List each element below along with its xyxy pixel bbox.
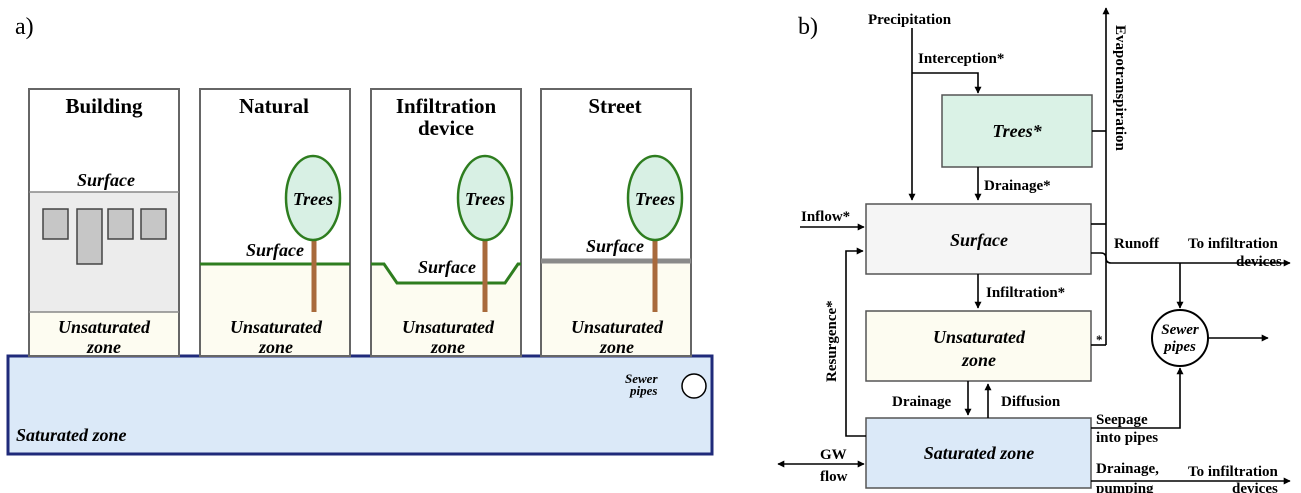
natural-unsat-label-2: zone bbox=[258, 337, 293, 357]
precipitation-label: Precipitation bbox=[868, 12, 952, 28]
sewer-pipe-circle bbox=[681, 373, 707, 399]
building-unsat-label-2: zone bbox=[86, 337, 121, 357]
evapotranspiration-label: Evapotranspiration bbox=[1112, 25, 1128, 152]
panel-a: a) Saturated zone Sewer pipes Building S… bbox=[6, 14, 714, 456]
saturated-zone-box bbox=[865, 417, 1092, 489]
sewer-node-label-2: pipes bbox=[1162, 339, 1196, 355]
building-frame bbox=[28, 88, 180, 357]
street-unsat-label-1: Unsaturated bbox=[571, 317, 664, 337]
street-soil bbox=[541, 261, 691, 356]
sewer-pipes-node bbox=[1151, 309, 1209, 367]
natural-trees-label: Trees bbox=[293, 189, 333, 209]
street-frame bbox=[540, 88, 692, 357]
to-infiltration-top-1: To infiltration bbox=[1188, 236, 1279, 252]
saturated-box-label: Saturated zone bbox=[924, 443, 1035, 463]
drainage-pumping-label-1: Drainage, bbox=[1096, 461, 1159, 477]
building-lower bbox=[29, 312, 179, 356]
saturated-zone-label: Saturated zone bbox=[16, 425, 127, 445]
building-block-4 bbox=[140, 208, 167, 240]
building-block-2 bbox=[76, 208, 103, 265]
sewer-node-label-1: Sewer bbox=[1161, 322, 1199, 338]
seepage-arrow bbox=[1091, 367, 1184, 429]
infiltration-unsat-label-2: zone bbox=[430, 337, 465, 357]
natural-frame bbox=[199, 88, 351, 357]
saturated-zone-band bbox=[6, 354, 714, 456]
natural-surface-label: Surface bbox=[246, 240, 304, 260]
infiltration-ground-line bbox=[371, 262, 521, 285]
trees-box-label: Trees* bbox=[992, 121, 1042, 141]
inflow-label: Inflow* bbox=[801, 209, 850, 225]
infiltration-frame bbox=[370, 88, 522, 357]
street-title: Street bbox=[588, 94, 641, 118]
drainage-trees-label: Drainage* bbox=[984, 178, 1051, 194]
runoff-label: Runoff bbox=[1114, 236, 1160, 252]
drainage-pumping-label-2: pumping bbox=[1096, 481, 1154, 493]
seepage-label-1: Seepage bbox=[1096, 412, 1148, 428]
column-natural: Trees Natural Surface Unsaturated zone bbox=[199, 88, 351, 357]
infiltration-surface-label: Surface bbox=[418, 257, 476, 277]
unsaturated-box-label-2: zone bbox=[961, 350, 996, 370]
panel-b-label: b) bbox=[798, 14, 818, 40]
resurgence-arrow bbox=[845, 247, 866, 437]
building-block-3 bbox=[107, 208, 134, 240]
street-surface-label: Surface bbox=[586, 236, 644, 256]
building-title: Building bbox=[65, 94, 143, 118]
resurgence-label: Resurgence* bbox=[824, 300, 840, 382]
street-trees-label: Trees bbox=[635, 189, 675, 209]
sewer-label: Sewer bbox=[625, 371, 658, 386]
infiltration-trees-label: Trees bbox=[465, 189, 505, 209]
natural-soil bbox=[200, 264, 350, 356]
to-infiltration-top-2: devices bbox=[1236, 254, 1282, 270]
building-block-1 bbox=[42, 208, 69, 240]
infiltration-title-2: device bbox=[418, 116, 474, 140]
street-tree-crown bbox=[626, 154, 684, 242]
diffusion-label: Diffusion bbox=[1001, 394, 1061, 410]
column-infiltration-device: Trees Infiltration device Surface Unsatu… bbox=[370, 88, 522, 357]
unsat-asterisk: * bbox=[1096, 332, 1103, 347]
natural-title: Natural bbox=[239, 94, 309, 118]
building-surface-label: Surface bbox=[77, 170, 135, 190]
flow-label: flow bbox=[820, 469, 848, 485]
runoff-arrow bbox=[1091, 252, 1291, 267]
infiltration-unsat-label-1: Unsaturated bbox=[402, 317, 495, 337]
infiltration-label: Infiltration* bbox=[986, 285, 1065, 301]
infiltration-title-1: Infiltration bbox=[396, 94, 497, 118]
interception-label: Interception* bbox=[918, 51, 1004, 67]
to-infiltration-bottom-1: To infiltration bbox=[1188, 464, 1279, 480]
trees-box bbox=[941, 94, 1093, 168]
unsaturated-zone-box bbox=[865, 310, 1092, 382]
natural-tree-crown bbox=[284, 154, 342, 242]
panel-a-label: a) bbox=[15, 14, 34, 40]
pipes-label: pipes bbox=[629, 383, 657, 398]
natural-unsat-label-1: Unsaturated bbox=[230, 317, 323, 337]
infiltration-tree-crown bbox=[456, 154, 514, 242]
gw-label: GW bbox=[820, 447, 847, 463]
surface-box-label: Surface bbox=[950, 230, 1008, 250]
column-building: Building Surface Unsaturated zone bbox=[28, 88, 180, 357]
street-unsat-label-2: zone bbox=[599, 337, 634, 357]
to-infiltration-bottom-2: devices bbox=[1232, 481, 1278, 493]
building-unsat-label-1: Unsaturated bbox=[58, 317, 151, 337]
panel-b: b) Trees* Surface Unsaturated zone Satur… bbox=[777, 7, 1291, 493]
unsaturated-box-label-1: Unsaturated bbox=[933, 327, 1026, 347]
drainage-label: Drainage bbox=[892, 394, 952, 410]
seepage-label-2: into pipes bbox=[1096, 430, 1158, 446]
column-street: Trees Street Surface Unsaturated zone bbox=[540, 88, 692, 357]
interception-arrow bbox=[912, 72, 982, 94]
